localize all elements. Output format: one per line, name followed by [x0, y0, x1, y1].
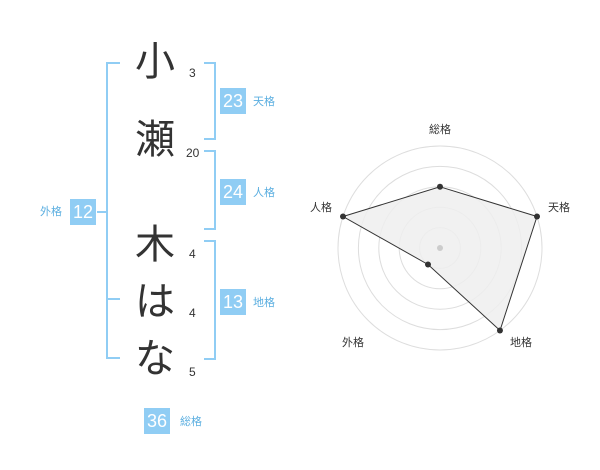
stroke-count-1: 3 — [189, 66, 196, 80]
name-char-4: は — [135, 279, 175, 325]
radar-shape — [341, 186, 538, 332]
stroke-count-5: 5 — [189, 365, 196, 379]
gaikaku-badge: 12 — [70, 199, 97, 225]
jinkaku-label: 人格 — [253, 186, 275, 199]
soukaku-label: 総格 — [180, 415, 202, 428]
chikaku-badge: 13 — [220, 289, 247, 315]
radar-chart: 総格 天格 地格 外格 人格 — [310, 122, 570, 351]
radar-point-4 — [425, 261, 432, 268]
radar-center-dot — [437, 245, 443, 251]
stroke-count-4: 4 — [189, 306, 196, 320]
radar-axis-label-tenkaku: 天格 — [548, 200, 570, 214]
radar-point-1 — [437, 183, 443, 190]
soukaku-badge: 36 — [144, 408, 171, 434]
chikaku-label: 地格 — [253, 296, 275, 309]
tenkaku-label: 天格 — [253, 95, 275, 108]
tenkaku-bracket — [204, 62, 216, 140]
stroke-count-3: 4 — [189, 247, 196, 261]
name-char-1: 小 — [135, 39, 175, 85]
name-char-3: 木 — [135, 222, 175, 268]
radar-points — [339, 183, 541, 334]
chikaku-bracket — [204, 240, 216, 360]
stroke-count-2: 20 — [186, 146, 200, 160]
name-char-2: 瀬 — [135, 117, 175, 163]
radar-ring-5 — [337, 145, 543, 351]
radar-axis-label-soukaku: 総格 — [429, 122, 451, 136]
name-char-5: な — [135, 336, 175, 382]
radar-axis-label-chikaku: 地格 — [510, 335, 532, 349]
radar-axis-label-jinkaku: 人格 — [310, 200, 332, 214]
radar-point-5 — [339, 213, 346, 220]
gaikaku-label: 外格 — [40, 205, 62, 218]
radar-point-3 — [496, 327, 503, 334]
radar-axis-label-gaikaku: 外格 — [342, 335, 364, 349]
jinkaku-bracket — [204, 150, 216, 230]
gaikaku-bracket — [106, 62, 120, 359]
tenkaku-badge: 23 — [220, 88, 247, 114]
jinkaku-badge: 24 — [220, 179, 247, 205]
gaikaku-bracket-stem — [97, 211, 107, 213]
gaikaku-bracket-divider — [106, 298, 120, 300]
radar-point-2 — [534, 213, 541, 220]
